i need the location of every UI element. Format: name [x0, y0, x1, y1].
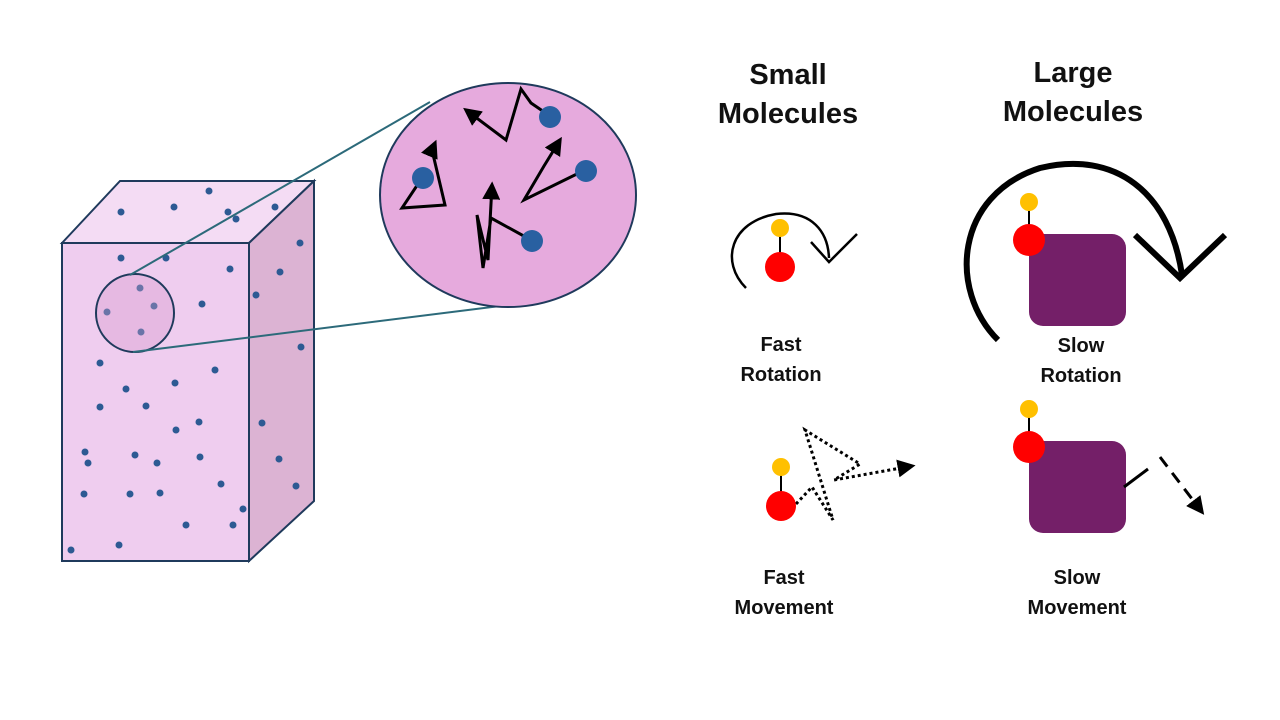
sample-box — [59, 178, 317, 564]
molecule-dot — [198, 300, 206, 308]
slow-movement-path — [1158, 456, 1205, 515]
small-molecule-bottom-atom — [766, 491, 796, 521]
molecule-dot — [224, 208, 232, 216]
molecule-dot — [226, 265, 234, 273]
molecule-dot — [126, 490, 134, 498]
molecule-dot — [80, 490, 88, 498]
zoom-molecule — [575, 160, 597, 182]
random-walk-path — [399, 139, 447, 210]
molecule-dot — [296, 239, 304, 247]
molecule-dot — [196, 453, 204, 461]
molecule-dot — [131, 451, 139, 459]
slow-rotation-arrowhead — [1132, 232, 1228, 283]
random-walk-path — [520, 136, 586, 204]
small-molecule-bottom-atom — [765, 252, 795, 282]
zoom-connectors — [129, 101, 501, 353]
molecule-dot — [122, 385, 130, 393]
slow-rotation-arc — [963, 161, 1185, 343]
zoom-line-bottom — [132, 305, 501, 353]
molecule-dot — [156, 489, 164, 497]
molecule-dot — [150, 302, 158, 310]
zoom-molecule — [412, 167, 434, 189]
random-walk-path — [463, 85, 551, 143]
zoomed-view — [379, 82, 637, 308]
fast-movement-caption: Fast Movement — [734, 567, 834, 619]
slow-rotation-caption: Slow Rotation — [1040, 335, 1122, 387]
molecule-dot — [96, 403, 104, 411]
molecule-dot — [239, 505, 247, 513]
molecule-dot — [170, 203, 178, 211]
molecule-dot — [136, 284, 144, 292]
molecule-dot — [67, 546, 75, 554]
large-molecule-top-atom — [1020, 193, 1038, 211]
slow-movement-caption: Slow Movement — [1027, 567, 1127, 619]
zoom-molecule — [521, 230, 543, 252]
large-molecule-top-atom — [1020, 400, 1038, 418]
molecule-dot — [211, 366, 219, 374]
molecule-dot — [229, 521, 237, 529]
molecule-dot — [205, 187, 213, 195]
small-molecule-movement — [766, 426, 916, 521]
molecule-dot — [171, 379, 179, 387]
large-molecule-body — [1029, 441, 1126, 533]
molecule-dot — [276, 268, 284, 276]
zoom-molecule — [539, 106, 561, 128]
molecule-dot — [275, 455, 283, 463]
small-molecule-rotation — [730, 212, 858, 289]
small-molecule-top-atom — [771, 219, 789, 237]
large-molecule-movement — [1013, 400, 1205, 533]
large-molecule-body — [1029, 234, 1126, 326]
box-side-face — [248, 178, 315, 564]
molecule-dot — [81, 448, 89, 456]
molecule-dot — [103, 308, 111, 316]
fast-movement-path — [794, 426, 916, 521]
fast-rotation-arrowhead — [810, 233, 858, 264]
molecule-dot — [84, 459, 92, 467]
small-molecule-top-atom — [772, 458, 790, 476]
molecule-dot — [232, 215, 240, 223]
zoom-circle — [379, 82, 637, 308]
large-molecule-red-atom — [1013, 224, 1045, 256]
molecule-dot — [115, 541, 123, 549]
molecule-dot — [297, 343, 305, 351]
slow-movement-tether — [1123, 467, 1149, 489]
sampled-region — [95, 273, 175, 353]
molecule-dot — [182, 521, 190, 529]
small-molecules-heading: Small Molecules — [717, 59, 859, 130]
zoom-line-top — [129, 101, 431, 276]
large-molecule-red-atom — [1013, 431, 1045, 463]
molecule-dot — [142, 402, 150, 410]
molecule-dot — [271, 203, 279, 211]
molecule-dot — [217, 480, 225, 488]
molecule-dot — [153, 459, 161, 467]
molecule-dot — [117, 208, 125, 216]
molecule-dot — [195, 418, 203, 426]
molecule-dot — [292, 482, 300, 490]
molecule-dot — [172, 426, 180, 434]
random-walk-path — [475, 181, 532, 269]
molecule-dot — [96, 359, 104, 367]
molecule-dots — [67, 187, 305, 554]
molecule-dot — [252, 291, 260, 299]
molecule-dot — [258, 419, 266, 427]
large-molecule-rotation — [963, 161, 1228, 343]
molecule-dot — [137, 328, 145, 336]
large-molecules-heading: Large Molecules — [1002, 57, 1144, 128]
molecule-dot — [117, 254, 125, 262]
fast-rotation-caption: Fast Rotation — [740, 334, 822, 386]
fast-rotation-arc — [730, 212, 831, 289]
